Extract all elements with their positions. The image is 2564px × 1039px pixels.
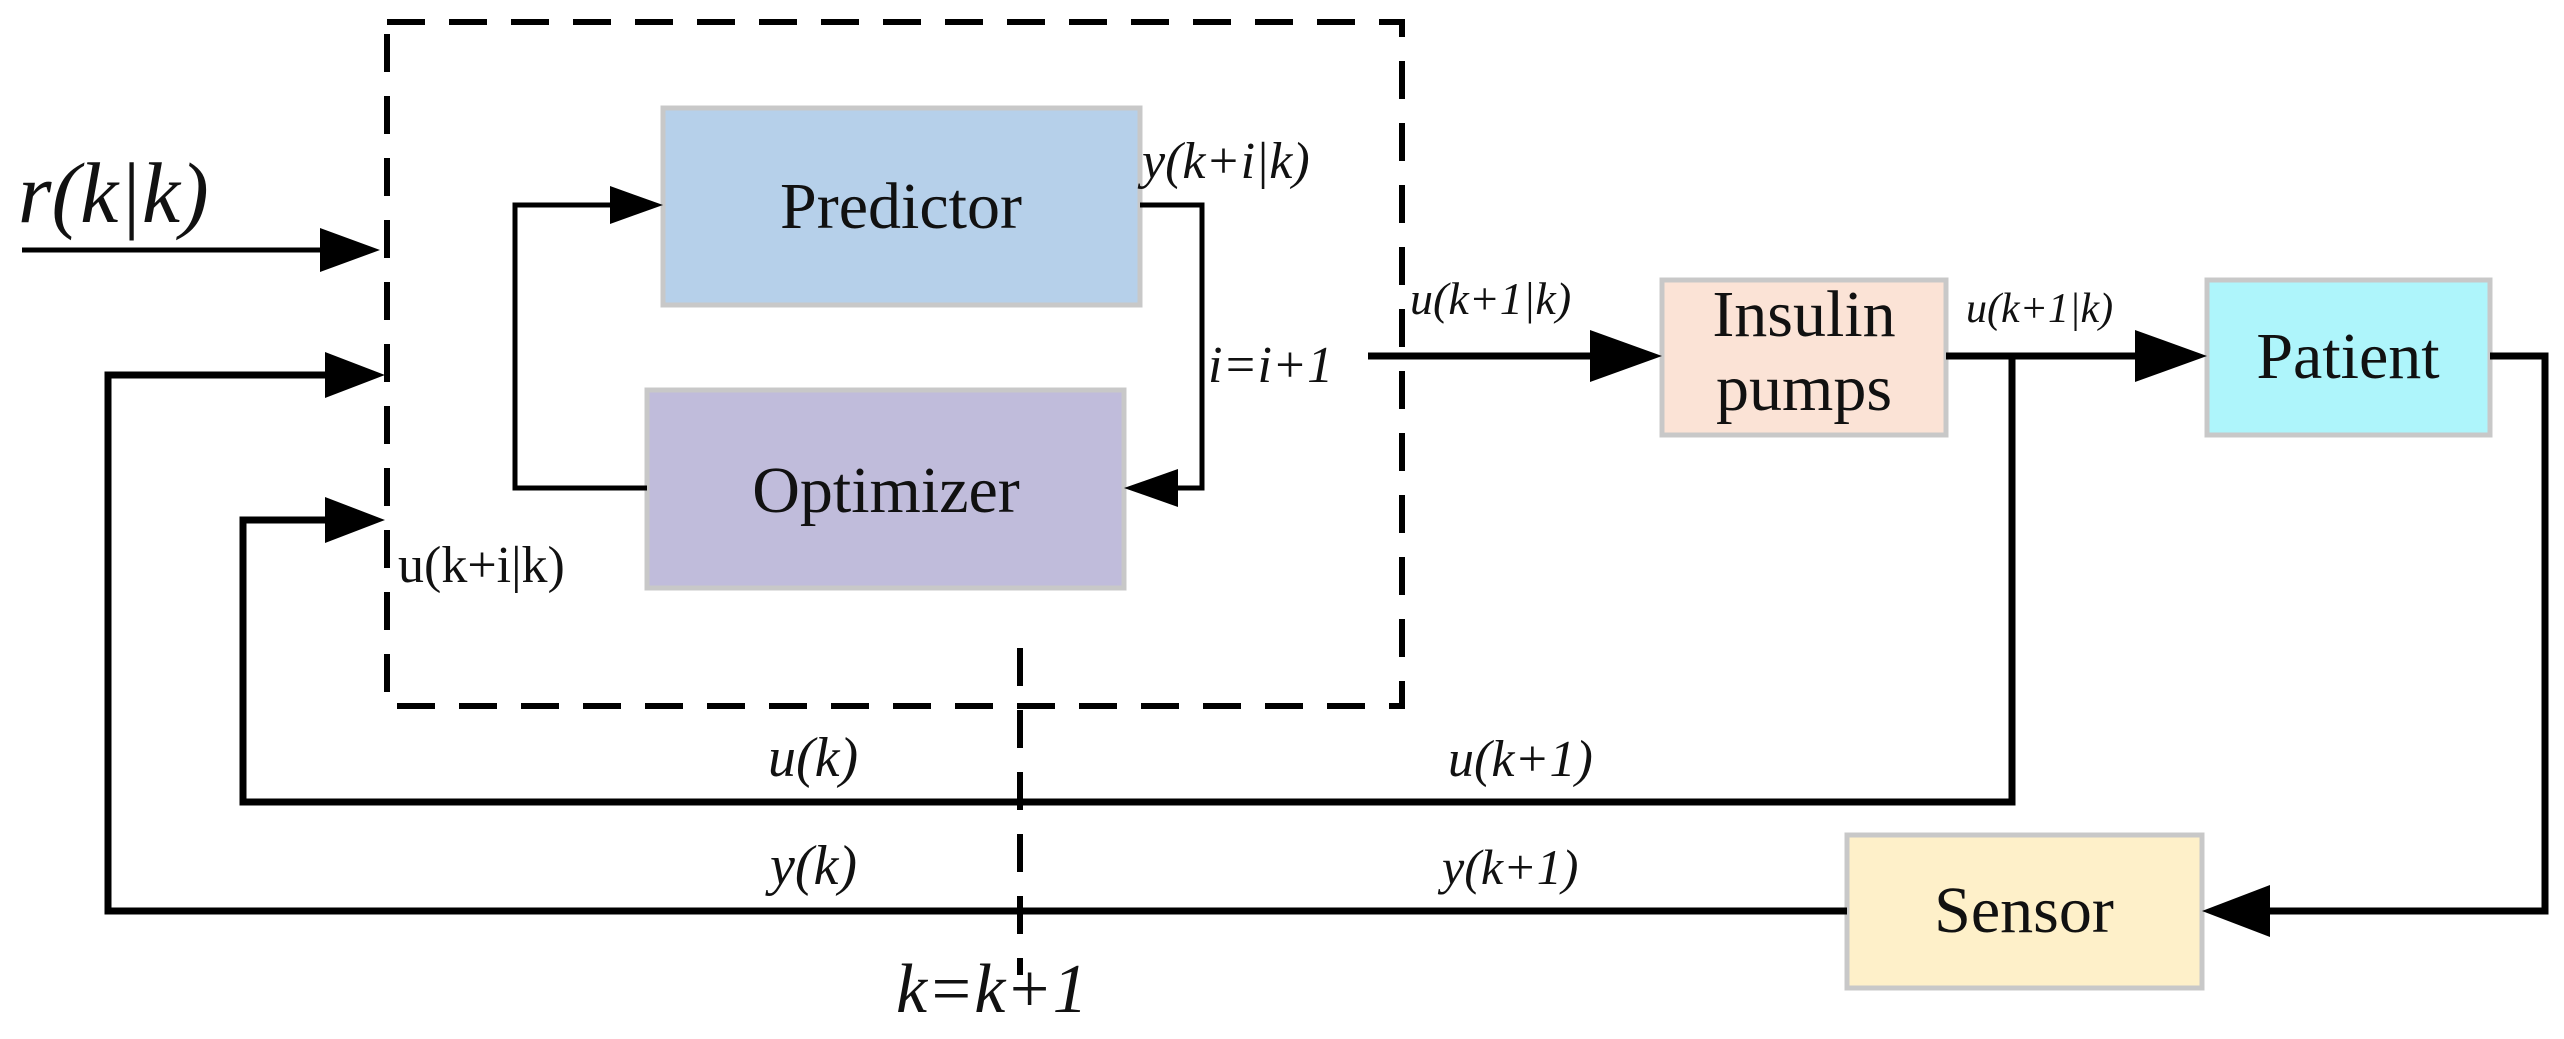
pump-output-label: u(k+1|k) <box>1966 286 2113 332</box>
control-feedback-wire <box>239 356 2016 806</box>
reference-signal-label: r(k|k) <box>18 145 209 241</box>
sensor-label: Sensor <box>1934 874 2114 947</box>
controller-boundary <box>384 19 1405 709</box>
optimizer-to-predictor-wire <box>512 186 663 491</box>
output-feedback-wire <box>104 352 1847 915</box>
control-sequence-label: u(k+i|k) <box>398 537 565 594</box>
patient-block: Patient <box>2204 277 2493 438</box>
patient-label: Patient <box>2256 320 2439 393</box>
time-step-label: k=k+1 <box>896 951 1088 1028</box>
prediction-signal-label: y(k+i|k) <box>1137 133 1310 190</box>
insulin-pumps-block: Insulin pumps <box>1659 277 1949 438</box>
control-k-label: u(k) <box>768 727 858 789</box>
optimizer-block: Optimizer <box>644 387 1127 591</box>
predictor-to-optimizer-wire <box>1124 202 1205 507</box>
controller-to-pump-wire <box>1368 330 1662 382</box>
control-k1-label: u(k+1) <box>1448 731 1593 788</box>
predictor-block: Predictor <box>660 105 1143 308</box>
patient-to-sensor-wire <box>2202 352 2549 937</box>
insulin-label: Insulin <box>1712 278 1895 351</box>
iteration-label: i=i+1 <box>1208 337 1333 394</box>
reference-input-arrow <box>22 228 380 272</box>
pumps-label: pumps <box>1716 352 1892 425</box>
controller-output-label: u(k+1|k) <box>1410 273 1571 324</box>
pump-to-patient-wire <box>1946 330 2207 382</box>
predictor-label: Predictor <box>780 170 1022 243</box>
output-k1-label: y(k+1) <box>1437 839 1578 895</box>
output-k-label: y(k) <box>765 835 857 897</box>
sensor-block: Sensor <box>1844 832 2205 991</box>
optimizer-label: Optimizer <box>752 454 1020 527</box>
